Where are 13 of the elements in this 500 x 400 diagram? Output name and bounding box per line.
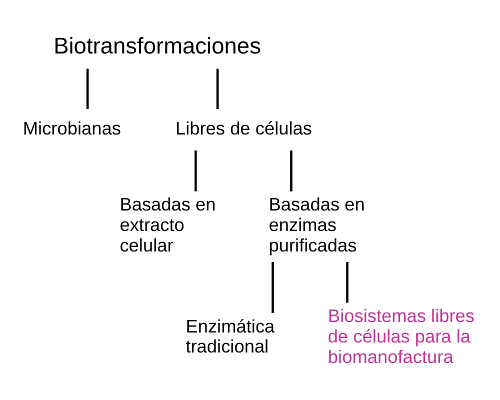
connector xyxy=(290,150,292,191)
node-text: Basadas en enzimas purificadas xyxy=(268,194,365,255)
node-text: Libres de células xyxy=(175,118,312,138)
connector xyxy=(86,68,89,108)
connector xyxy=(216,68,219,108)
connector xyxy=(346,261,348,302)
node-text: Biotransformaciones xyxy=(54,32,261,58)
connector xyxy=(272,261,274,312)
connector xyxy=(194,150,197,191)
node-text: Enzimática tradicional xyxy=(186,316,275,356)
node-text: Basadas en extracto celular xyxy=(120,194,216,255)
node-text: Biosistemas libres de células para la biomanofactura xyxy=(328,306,475,366)
node-text: Microbianas xyxy=(22,118,121,138)
